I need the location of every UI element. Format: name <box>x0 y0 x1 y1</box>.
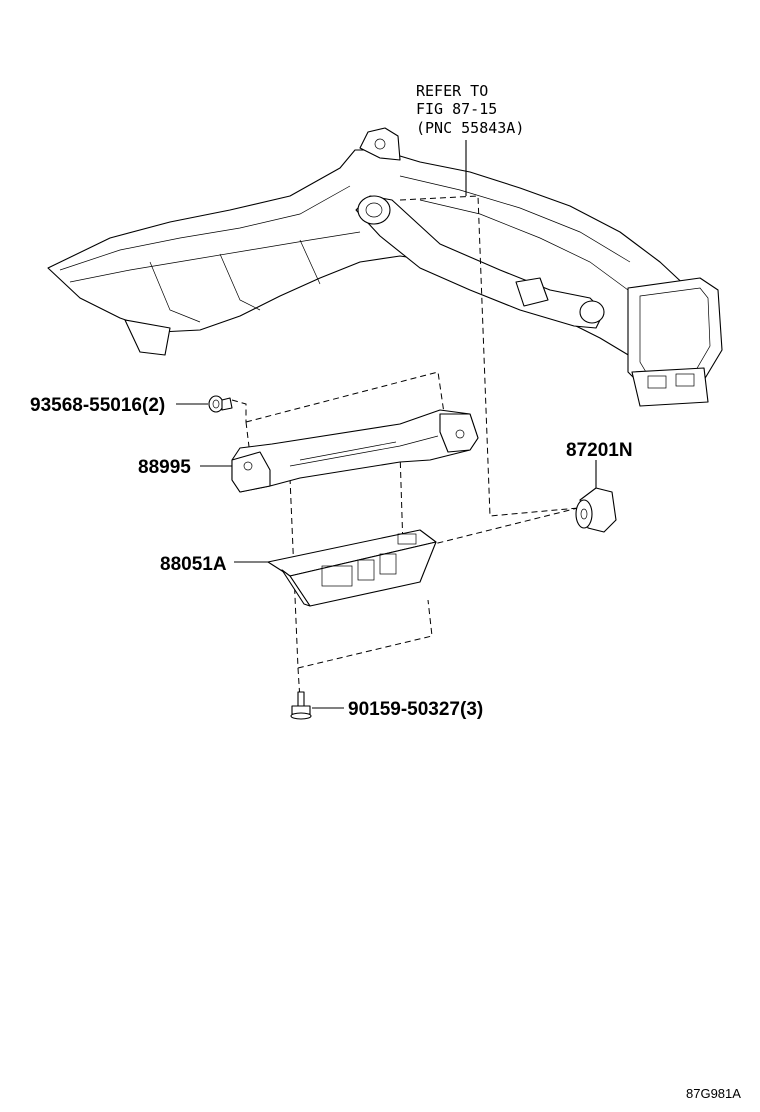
module-88051A <box>267 529 437 607</box>
callout-clip: 93568-55016(2) <box>30 395 165 416</box>
callout-bolt: 90159-50327(3) <box>348 699 483 720</box>
air-duct-assembly <box>47 127 723 407</box>
refer-label-line1: REFER TO <box>416 82 488 100</box>
callout-grommet: 87201N <box>566 440 633 461</box>
bracket-88995 <box>231 409 479 493</box>
clip-93568-55016 <box>208 395 233 413</box>
leader-lines <box>176 140 597 709</box>
refer-label-line3: (PNC 55843A) <box>416 119 524 137</box>
callout-bracket: 88995 <box>138 457 191 478</box>
callout-module: 88051A <box>160 554 227 575</box>
grommet-87201N <box>575 487 617 533</box>
illustration-code: 87G981A <box>686 1086 741 1101</box>
refer-label-line2: FIG 87-15 <box>416 100 497 118</box>
bolt-90159-50327 <box>290 691 312 720</box>
